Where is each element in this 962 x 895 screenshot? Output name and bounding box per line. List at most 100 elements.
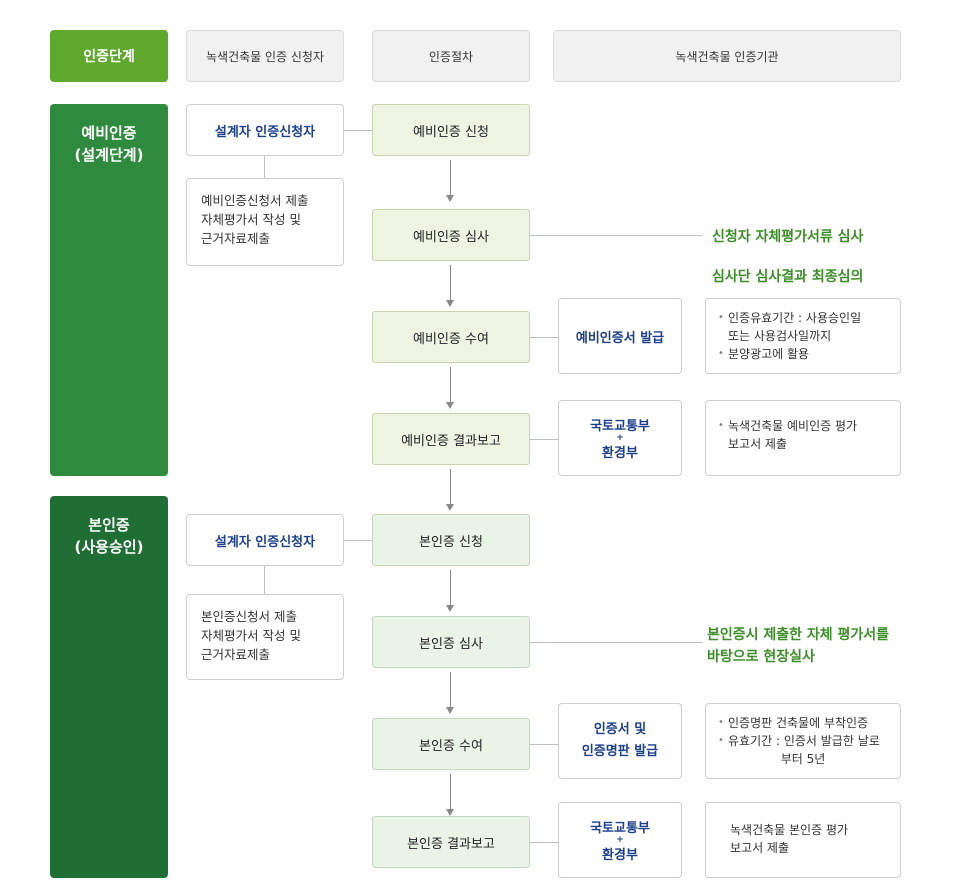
header-procedure-label: 인증절차: [428, 49, 474, 64]
main-issue-notes: • 인증명판 건축물에 부착인증 • 유효기간 : 인증서 발급한 날로 부터 5년: [705, 703, 901, 779]
pre-review-line: [530, 235, 702, 236]
stage-pre-certification: 예비인증 (설계단계): [50, 104, 168, 476]
pre-doc-line: 자체평가서 작성 및: [201, 212, 301, 227]
main-step-report-label: 본인증 결과보고: [407, 836, 495, 852]
main-report-line: [530, 842, 558, 843]
main-step-apply: 본인증 신청: [372, 514, 530, 566]
pre-review-note-2-text: 심사단 심사결과 최종심의: [712, 269, 864, 285]
pre-applicant-connector: [264, 156, 265, 178]
pre-report-note: 보고서 제출: [718, 435, 888, 453]
pre-arrow-1: [446, 160, 454, 202]
main-applicant-to-step-line: [344, 540, 372, 541]
main-issue-note-text: 유효기간 : 인증서 발급한 날로: [728, 734, 880, 748]
main-issue-note-text: 인증명판 건축물에 부착인증: [728, 716, 869, 730]
pre-issue-label: 예비인증서 발급: [575, 330, 665, 346]
header-agency: 녹색건축물 인증기관: [553, 30, 901, 82]
bullet-icon: •: [718, 735, 724, 746]
pre-issue-note: 또는 사용검사일까지: [718, 327, 888, 345]
stage-main-subtitle: (사용승인): [74, 538, 144, 556]
main-issue-note: • 인증명판 건축물에 부착인증: [718, 714, 888, 732]
main-issue-box: 인증서 및 인증명판 발급: [558, 703, 682, 779]
main-applicant-connector: [264, 566, 265, 594]
main-review-line: [530, 642, 702, 643]
pre-report-note-text: 보고서 제출: [728, 437, 788, 451]
header-procedure: 인증절차: [372, 30, 530, 82]
pre-applicant-to-step-line: [344, 130, 372, 131]
pre-review-note: 신청자 자체평가서류 심사: [712, 226, 902, 246]
pre-step-report: 예비인증 결과보고: [372, 413, 530, 465]
pre-step-award-label: 예비인증 수여: [413, 331, 489, 347]
bullet-icon: •: [718, 420, 724, 431]
main-doc-line: 자체평가서 작성 및: [201, 628, 301, 643]
main-report-box: 국토교통부 + 환경부: [558, 802, 682, 878]
pre-report-notes: • 녹색건축물 예비인증 평가 보고서 제출: [705, 400, 901, 476]
pre-review-note-text: 신청자 자체평가서류 심사: [712, 229, 864, 245]
main-review-note-text: 바탕으로 현장실사: [707, 649, 815, 665]
pre-report-line: [530, 439, 558, 440]
main-issue-note-text: 부터 5년: [780, 752, 826, 766]
indent-spacer: [718, 327, 728, 345]
pre-report-ministry-1: 국토교통부: [590, 419, 650, 434]
stage-main-title: 본인증: [88, 516, 130, 534]
pre-report-note-text: 녹색건축물 예비인증 평가: [728, 419, 858, 433]
header-applicant-label: 녹색건축물 인증 신청자: [205, 49, 325, 64]
pre-report-note: • 녹색건축물 예비인증 평가: [718, 417, 888, 435]
pre-review-note-2: 심사단 심사결과 최종심의: [712, 266, 902, 286]
main-review-note: 본인증시 제출한 자체 평가서를 바탕으로 현장실사: [707, 624, 907, 668]
main-issue-label: 인증서 및: [593, 722, 647, 737]
pre-arrow-3: [446, 367, 454, 409]
main-step-apply-label: 본인증 신청: [419, 534, 483, 550]
main-step-award: 본인증 수여: [372, 718, 530, 770]
pre-step-report-label: 예비인증 결과보고: [401, 433, 501, 449]
main-applicant-title: 설계자 인증신청자: [214, 534, 316, 550]
pre-applicant-docs: 예비인증신청서 제출 자체평가서 작성 및 근거자료제출: [186, 178, 344, 266]
stage-pre-subtitle: (설계단계): [74, 146, 144, 164]
main-issue-line: [530, 744, 558, 745]
main-review-note-text: 본인증시 제출한 자체 평가서를: [707, 627, 890, 643]
pre-step-review: 예비인증 심사: [372, 209, 530, 261]
main-applicant-box: 설계자 인증신청자: [186, 514, 344, 566]
pre-doc-line: 근거자료제출: [201, 231, 271, 246]
pre-issue-note-text: 분양광고에 활용: [728, 347, 810, 361]
pre-issue-note-text: 인증유효기간 : 사용승인일: [728, 311, 862, 325]
main-step-review-label: 본인증 심사: [419, 636, 483, 652]
main-doc-line: 본인증신청서 제출: [201, 609, 297, 624]
pre-issue-note: • 분양광고에 활용: [718, 345, 888, 363]
indent-spacer: [718, 435, 728, 453]
main-arrow-2: [446, 672, 454, 714]
main-report-note-text: 보고서 제출: [730, 841, 790, 855]
header-agency-label: 녹색건축물 인증기관: [675, 49, 779, 64]
stage-pre-title: 예비인증: [81, 124, 137, 142]
pre-step-apply-label: 예비인증 신청: [413, 124, 489, 140]
pre-step-apply: 예비인증 신청: [372, 104, 530, 156]
main-report-note-text: 녹색건축물 본인증 평가: [730, 823, 849, 837]
pre-applicant-title: 설계자 인증신청자: [214, 124, 316, 140]
header-stage: 인증단계: [50, 30, 168, 82]
pre-issue-note: •인증유효기간 : 사용승인일: [718, 309, 888, 327]
main-step-award-label: 본인증 수여: [419, 738, 483, 754]
main-arrow-3: [446, 774, 454, 816]
stage-main-certification: 본인증 (사용승인): [50, 496, 168, 878]
main-issue-note: 부터 5년: [718, 750, 888, 768]
pre-issue-line: [530, 337, 558, 338]
header-applicant: 녹색건축물 인증 신청자: [186, 30, 344, 82]
main-step-report: 본인증 결과보고: [372, 816, 530, 868]
pre-step-review-label: 예비인증 심사: [413, 229, 489, 245]
pre-report-box: 국토교통부 + 환경부: [558, 400, 682, 476]
plus-icon: +: [616, 835, 624, 845]
plus-icon: +: [616, 433, 624, 443]
bullet-icon: •: [718, 717, 724, 728]
pre-applicant-box: 설계자 인증신청자: [186, 104, 344, 156]
pre-report-ministry-2: 환경부: [602, 446, 638, 461]
main-report-ministry-1: 국토교통부: [590, 821, 650, 836]
main-step-review: 본인증 심사: [372, 616, 530, 668]
main-doc-line: 근거자료제출: [201, 647, 271, 662]
bullet-icon: •: [718, 348, 724, 359]
main-issue-label: 인증명판 발급: [581, 744, 659, 759]
pre-issue-notes: •인증유효기간 : 사용승인일 또는 사용검사일까지 • 분양광고에 활용: [705, 298, 901, 374]
pre-issue-note-text: 또는 사용검사일까지: [728, 329, 832, 343]
header-stage-label: 인증단계: [83, 49, 135, 65]
main-report-notes: 녹색건축물 본인증 평가 보고서 제출: [705, 802, 901, 878]
main-issue-note: • 유효기간 : 인증서 발급한 날로: [718, 732, 888, 750]
main-report-ministry-2: 환경부: [602, 848, 638, 863]
